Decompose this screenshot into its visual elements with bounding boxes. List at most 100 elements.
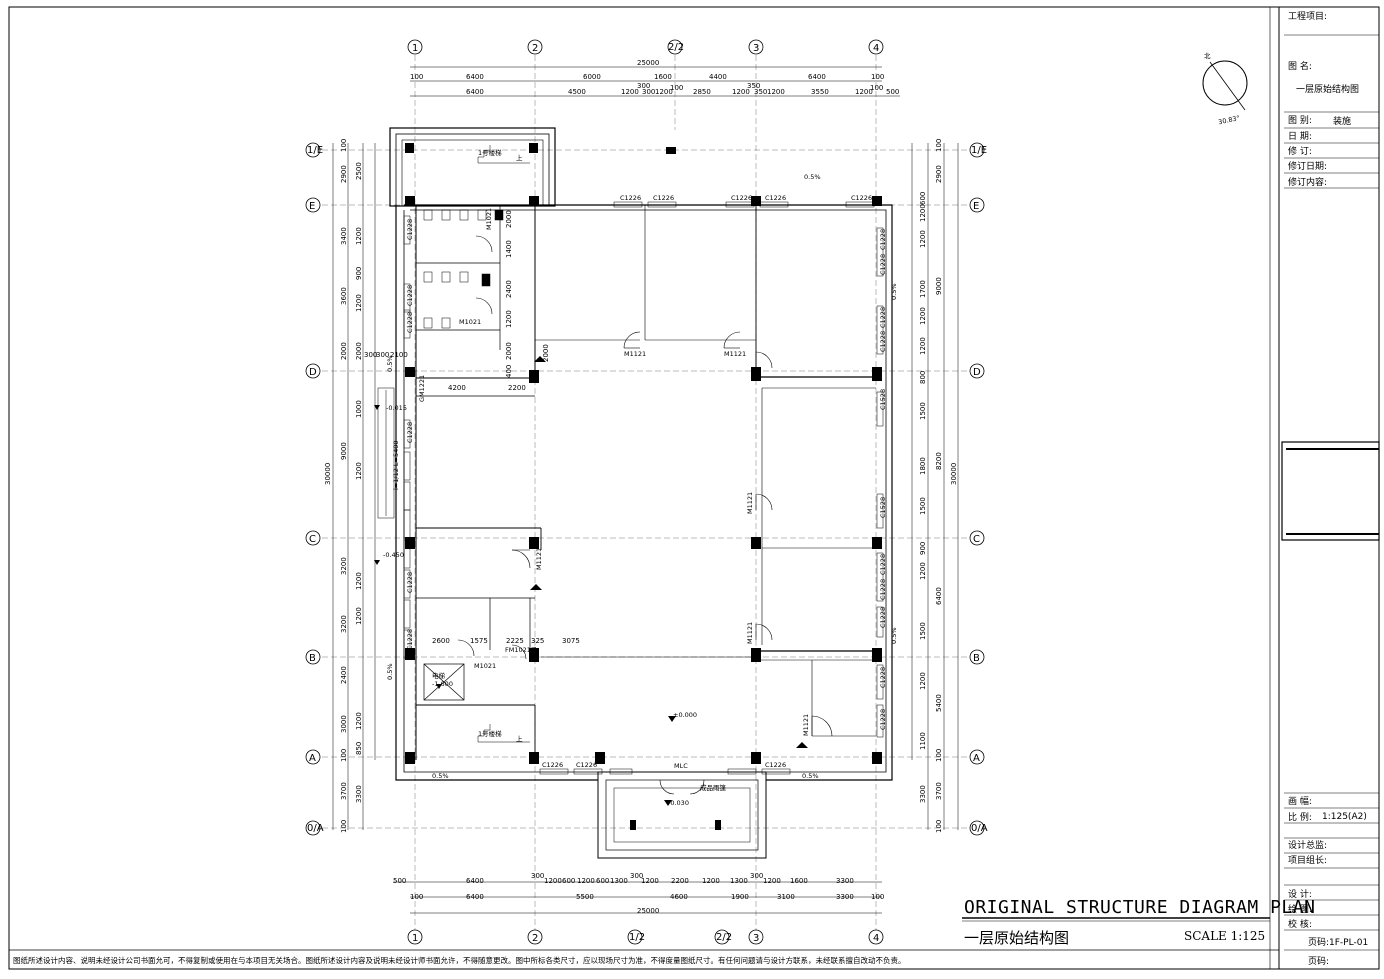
room-dim-14: 2000 — [542, 344, 550, 362]
dim-left-in-3: 900 — [355, 267, 363, 280]
dim-top2-a: 6400 — [466, 88, 484, 96]
slope-2: 0.5% — [432, 772, 449, 780]
axis-top-1: 1 — [412, 43, 418, 54]
bottom-dim-text: 500 6400 300 1200 600 1200 600 1300 300 … — [393, 872, 884, 915]
drafter-label: 绘 图: — [1288, 903, 1312, 915]
dim-bot2-3: 5500 — [576, 893, 594, 901]
axis-top-2: 2 — [532, 43, 538, 54]
door-label-9: FM1021乙 — [505, 646, 538, 654]
dim-top-e: 4400 — [709, 73, 727, 81]
dim-bot-15: 1200 — [763, 877, 781, 885]
stair-north — [477, 145, 530, 164]
axis-right-1e: 1/E — [971, 145, 987, 156]
dim-bot-13: 1300 — [730, 877, 748, 885]
stair-note-south: 1号楼梯 — [478, 729, 502, 738]
dim-left-in-8: 1200 — [355, 572, 363, 590]
director-label: 设计总监: — [1288, 839, 1327, 851]
dim-left-total: 30000 — [324, 463, 332, 485]
dim-left-3: 3400 — [340, 227, 348, 245]
window-label-9: C1228 — [879, 229, 887, 250]
dim-right-in-14: 1200 — [919, 672, 927, 690]
lift-shaft — [423, 663, 465, 701]
window-label-13: C1528 — [879, 389, 887, 410]
checker-label: 校 核: — [1288, 918, 1312, 930]
dim-top-small-a: 300 — [637, 82, 650, 90]
stair-south — [477, 724, 530, 743]
window-label-8: C1226 — [765, 761, 786, 769]
dim-right-1: 100 — [935, 139, 943, 152]
dim-left-5: 2000 — [340, 342, 348, 360]
dim-bot-1: 500 — [393, 877, 406, 885]
designer-label: 设 计: — [1288, 888, 1312, 900]
dim-right-in-1: 600 — [919, 192, 927, 205]
axis-right-e: E — [973, 201, 979, 212]
door-label-6: M1121 — [535, 548, 543, 570]
slope-5: 0.5% — [890, 627, 898, 644]
room-dim-8: 2400 — [505, 280, 513, 298]
level-ramp-top: -0.015 — [386, 404, 407, 412]
window-label-24: C1228 — [406, 572, 414, 593]
axis-right-d: D — [973, 367, 981, 378]
dim-right-2: 2900 — [935, 165, 943, 183]
stair-up-south: 上 — [516, 734, 523, 743]
plan-labels: C1226 C1226 C1226 C1226 C1226 C1226 C122… — [364, 148, 898, 807]
room-dim-7: 3075 — [562, 637, 580, 645]
axis-left-d: D — [309, 367, 317, 378]
dim-top-c: 6000 — [583, 73, 601, 81]
dim-left-in-7: 1200 — [355, 462, 363, 480]
dim-top-total: 25000 — [637, 59, 659, 67]
door-label-11: MLC — [674, 762, 688, 770]
axis-grid — [322, 55, 972, 930]
left-dim-text: 30000 100 2900 3400 3600 2000 9000 3200 … — [324, 139, 363, 833]
axis-bubbles-top — [407, 39, 884, 55]
dim-top2-n: 500 — [886, 88, 899, 96]
structural-columns — [405, 143, 882, 830]
disclaimer-note: 图纸所述设计内容、说明未经设计公司书面允可，不得复制或使用在与本项目无关场合。图… — [13, 955, 906, 965]
dim-right-6: 5400 — [935, 694, 943, 712]
ramp — [377, 387, 395, 519]
axis-right-0a: 0/A — [971, 823, 988, 834]
dim-right-3: 9000 — [935, 277, 943, 295]
room-dim-3: 2600 — [432, 637, 450, 645]
dim-bot-2: 6400 — [466, 877, 484, 885]
dim-left-in-6: 1000 — [355, 400, 363, 418]
dim-bot-5: 600 — [562, 877, 575, 885]
dim-bot-17: 3300 — [836, 877, 854, 885]
room-dim-13: 400 — [505, 365, 513, 378]
dim-right-in-4: 1700 — [919, 280, 927, 298]
dim-top2-b: 4500 — [568, 88, 586, 96]
dim-top2-l: 1200 — [855, 88, 873, 96]
dim-bot2-7: 3300 — [836, 893, 854, 901]
dim-right-in-10: 1500 — [919, 497, 927, 515]
dim-left-in-1: 2500 — [355, 162, 363, 180]
right-dimensions — [911, 143, 959, 830]
room-dim-2: 2200 — [508, 384, 526, 392]
door-label-7: M1021 — [459, 318, 481, 326]
revision-content-label: 修订内容: — [1288, 176, 1327, 188]
north-label: 北 — [1204, 52, 1211, 60]
level-ramp-bottom: -0.450 — [383, 551, 404, 559]
dim-bot-10: 1200 — [641, 877, 659, 885]
sheet-frame — [8, 6, 1380, 970]
dim-left-9: 2400 — [340, 666, 348, 684]
window-label-25: C1228 — [406, 629, 414, 650]
dim-bot2-6: 3100 — [777, 893, 795, 901]
bottom-dimensions — [393, 881, 882, 914]
room-dim-5: 2225 — [506, 637, 524, 645]
window-label-2: C1226 — [653, 194, 674, 202]
dim-bot-16: 1600 — [790, 877, 808, 885]
revision-label: 修 订: — [1288, 145, 1312, 157]
dim-top-b: 6400 — [466, 73, 484, 81]
axis-left-b: B — [309, 653, 316, 664]
level-main: ±0.000 — [673, 711, 697, 719]
door-swings — [457, 235, 833, 795]
top-dimensions — [410, 66, 900, 97]
date-label: 日 期: — [1288, 131, 1312, 142]
axis-top-4: 4 — [873, 43, 879, 54]
room-dim-17: 300 — [376, 351, 389, 359]
dim-left-1: 100 — [340, 139, 348, 152]
dim-top-small-b: 350 — [747, 82, 760, 90]
project-label: 工程项目: — [1288, 11, 1327, 22]
dim-left-4: 3600 — [340, 287, 348, 305]
dim-right-4: 8200 — [935, 452, 943, 470]
